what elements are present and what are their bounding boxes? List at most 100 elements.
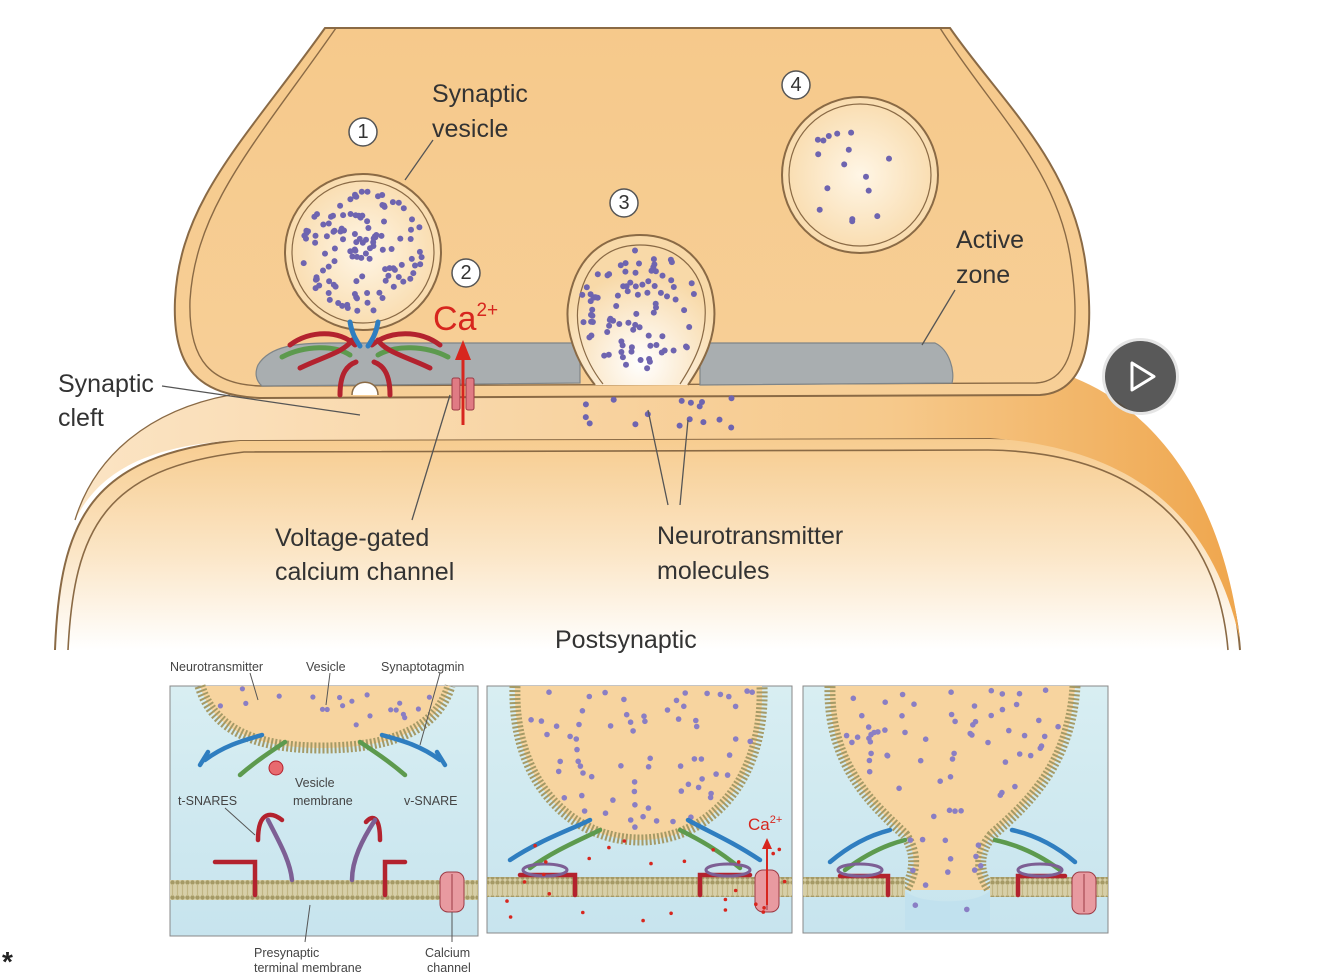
p1-vesicle-label: Vesicle bbox=[306, 660, 346, 674]
transmitter-dot bbox=[970, 722, 976, 728]
transmitter-dot bbox=[931, 813, 937, 820]
synaptic-cleft-label-2: cleft bbox=[58, 404, 104, 432]
transmitter-dot bbox=[601, 352, 608, 359]
transmitter-dot bbox=[971, 867, 978, 873]
transmitter-dot bbox=[668, 259, 675, 266]
transmitter-dot bbox=[314, 211, 320, 218]
transmitter-dot bbox=[312, 232, 319, 239]
transmitter-dot bbox=[670, 284, 677, 290]
video-play-button[interactable] bbox=[1102, 338, 1179, 415]
transmitter-dot bbox=[723, 908, 728, 912]
transmitter-dot bbox=[843, 732, 850, 739]
calcium-ion-label: Ca2+ bbox=[433, 300, 498, 338]
released-transmitters bbox=[582, 395, 735, 431]
transmitter-dot bbox=[618, 763, 624, 769]
transmitter-dot bbox=[617, 262, 624, 269]
transmitter-dot bbox=[882, 699, 888, 705]
transmitter-dot bbox=[340, 703, 346, 709]
transmitter-dot bbox=[652, 268, 659, 275]
active-zone-right bbox=[699, 342, 954, 386]
p1-vesicle-membrane-label-1: Vesicle bbox=[295, 776, 335, 790]
transmitter-dot bbox=[354, 253, 360, 260]
transmitter-dot bbox=[949, 756, 956, 762]
transmitter-dot bbox=[732, 736, 739, 742]
transmitter-dot bbox=[577, 763, 584, 769]
transmitter-dot bbox=[416, 248, 423, 255]
transmitter-dot bbox=[761, 910, 766, 914]
transmitter-dot bbox=[919, 836, 926, 843]
transmitter-dot bbox=[619, 354, 626, 361]
transmitter-dot bbox=[347, 196, 354, 203]
transmitter-dot bbox=[633, 310, 640, 317]
transmitter-dot bbox=[625, 319, 632, 326]
transmitter-dot bbox=[378, 232, 385, 239]
transmitter-dot bbox=[651, 283, 658, 289]
synaptic-vesicle-docked bbox=[284, 173, 442, 331]
transmitter-dot bbox=[1016, 751, 1023, 757]
transmitter-dot bbox=[379, 295, 386, 301]
transmitter-dot bbox=[522, 880, 527, 884]
svg-text:1: 1 bbox=[357, 121, 368, 143]
transmitter-dot bbox=[586, 334, 593, 341]
transmitter-dot bbox=[650, 309, 657, 316]
transmitter-dot bbox=[699, 399, 705, 405]
transmitter-dot bbox=[607, 845, 611, 850]
transmitter-dot bbox=[899, 691, 906, 698]
transmitter-dot bbox=[937, 778, 943, 784]
transmitter-dot bbox=[400, 278, 407, 285]
step-4-marker: 4 bbox=[781, 70, 811, 100]
transmitter-dot bbox=[907, 837, 914, 843]
transmitter-dot bbox=[685, 781, 692, 788]
transmitter-dot bbox=[657, 289, 664, 296]
transmitter-dot bbox=[359, 273, 366, 280]
transmitter-dot bbox=[659, 333, 666, 340]
transmitter-dot bbox=[408, 255, 415, 262]
synaptic-cleft-label-1: Synaptic bbox=[58, 370, 154, 398]
transmitter-dot bbox=[698, 756, 705, 762]
transmitter-dot bbox=[672, 296, 679, 303]
transmitter-dot bbox=[863, 173, 869, 180]
transmitter-dot bbox=[367, 713, 373, 719]
transmitter-dot bbox=[542, 872, 546, 877]
transmitter-dot bbox=[243, 700, 249, 707]
transmitter-dot bbox=[681, 703, 687, 710]
transmitter-dot bbox=[911, 701, 917, 707]
transmitter-dot bbox=[349, 253, 356, 260]
transmitter-dot bbox=[627, 719, 634, 725]
transmitter-dot bbox=[1042, 687, 1049, 693]
transmitter-dot bbox=[922, 882, 929, 888]
transmitter-dot bbox=[426, 694, 432, 700]
transmitter-dot bbox=[845, 146, 852, 153]
transmitter-dot bbox=[606, 317, 613, 323]
transmitter-dot bbox=[623, 361, 629, 368]
transmitter-dot bbox=[999, 706, 1006, 713]
transmitter-dot bbox=[301, 232, 308, 239]
transmitter-dot bbox=[1036, 717, 1042, 724]
transmitter-dot bbox=[647, 342, 654, 349]
transmitter-dot bbox=[547, 892, 552, 896]
transmitter-dot bbox=[820, 137, 827, 144]
transmitter-dot bbox=[616, 321, 623, 327]
transmitter-dot bbox=[661, 347, 668, 354]
transmitter-dot bbox=[683, 343, 689, 350]
synaptic-vesicle-label-2: vesicle bbox=[432, 115, 508, 143]
transmitter-dot bbox=[910, 867, 916, 874]
transmitter-dot bbox=[359, 239, 366, 246]
transmitter-dot bbox=[865, 187, 872, 194]
transmitter-dot bbox=[664, 293, 670, 300]
transmitter-dot bbox=[744, 688, 750, 694]
transmitter-dot bbox=[594, 271, 601, 278]
transmitter-dot bbox=[400, 205, 407, 212]
transmitter-dot bbox=[386, 265, 393, 272]
transmitter-dot bbox=[771, 851, 775, 856]
transmitter-dot bbox=[353, 294, 360, 301]
transmitter-dot bbox=[354, 307, 361, 314]
transmitter-dot bbox=[1027, 752, 1034, 759]
p1-presynaptic-label-1: Presynaptic bbox=[254, 946, 319, 960]
transmitter-dot bbox=[353, 722, 359, 728]
transmitter-dot bbox=[636, 260, 642, 267]
transmitter-dot bbox=[834, 130, 841, 137]
transmitter-dot bbox=[912, 902, 919, 908]
transmitter-dot bbox=[664, 707, 671, 713]
transmitter-dot bbox=[373, 232, 380, 238]
